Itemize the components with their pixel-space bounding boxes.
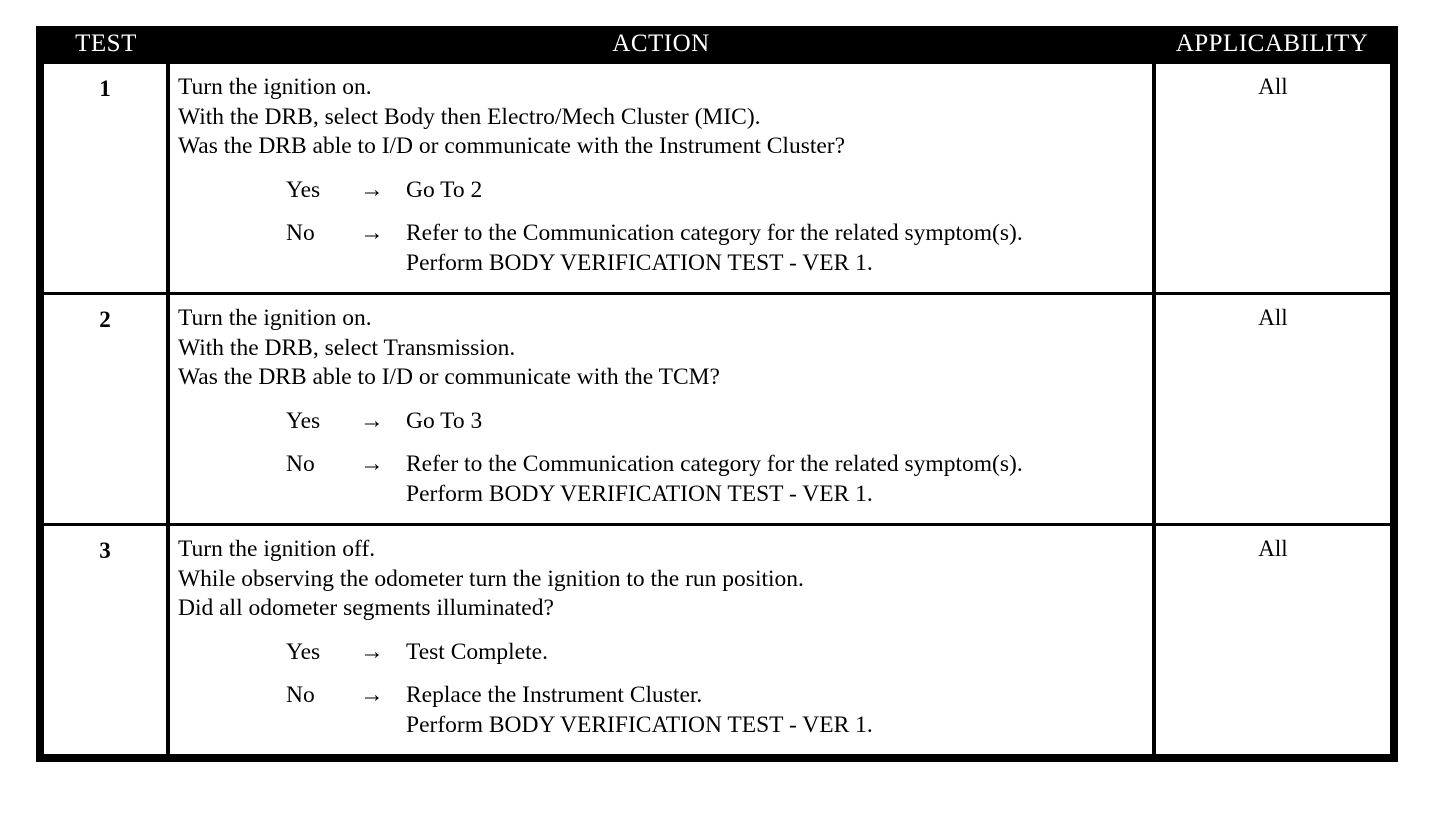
branch-body: Refer to the Communication category for … <box>406 450 1152 509</box>
action-statement: While observing the odometer turn the ig… <box>178 565 804 592</box>
branch-body: Go To 2 <box>406 176 1152 206</box>
branch-body: Replace the Instrument Cluster. Perform … <box>406 681 1152 740</box>
action-statement: Did all odometer segments illuminated? <box>178 595 554 622</box>
branch-body: Go To 3 <box>406 407 1152 437</box>
action-statement: Was the DRB able to I/D or communicate w… <box>178 364 720 391</box>
action-cell: Turn the ignition off. While observing t… <box>168 523 1156 759</box>
arrow-right-icon: → <box>360 682 384 709</box>
table-body: 1 Turn the ignition on. With the DRB, se… <box>40 64 1394 759</box>
column-header-test: TEST <box>40 26 168 65</box>
branch-line: Refer to the Communication category for … <box>406 451 1023 478</box>
column-header-action: ACTION <box>168 26 1154 65</box>
branch-line: Go To 3 <box>406 407 483 434</box>
applicability-value: All <box>1154 292 1394 525</box>
branch-label: Yes <box>286 638 321 665</box>
test-number: 1 <box>40 64 170 294</box>
table-header: TEST ACTION APPLICABILITY <box>40 26 1394 65</box>
branch-line: Replace the Instrument Cluster. <box>406 682 703 709</box>
action-statement: With the DRB, select Body then Electro/M… <box>178 103 761 130</box>
applicability-value: All <box>1154 64 1394 294</box>
branch-no: No → Replace the Instrument Cluster. Per… <box>178 681 1152 740</box>
action-statement: With the DRB, select Transmission. <box>178 334 516 361</box>
branch-label: Yes <box>286 407 321 434</box>
header-row: TEST ACTION APPLICABILITY <box>40 26 1394 65</box>
branch-body: Test Complete. <box>406 638 1152 668</box>
action-statement: Was the DRB able to I/D or communicate w… <box>178 133 846 160</box>
branch-no: No → Refer to the Communication category… <box>178 450 1152 509</box>
branch-line: Perform BODY VERIFICATION TEST - VER 1. <box>406 711 873 738</box>
branch-no: No → Refer to the Communication category… <box>178 219 1152 278</box>
branch-label: No <box>286 682 315 709</box>
branch-yes: Yes → Test Complete. <box>178 638 1152 668</box>
branch-yes: Yes → Go To 3 <box>178 407 1152 437</box>
action-cell: Turn the ignition on. With the DRB, sele… <box>168 292 1156 525</box>
branch-line: Perform BODY VERIFICATION TEST - VER 1. <box>406 480 873 507</box>
branch-label: No <box>286 220 315 247</box>
arrow-right-icon: → <box>360 638 384 665</box>
action-statement: Turn the ignition off. <box>178 536 376 563</box>
table-row: 3 Turn the ignition off. While observing… <box>40 523 1394 759</box>
test-number: 3 <box>40 523 170 759</box>
branch-label: No <box>286 451 315 478</box>
branch-list: Yes → Test Complete. No → Replace the In… <box>178 638 1152 741</box>
action-cell: Turn the ignition on. With the DRB, sele… <box>168 64 1156 294</box>
arrow-right-icon: → <box>360 176 384 203</box>
action-statement: Turn the ignition on. <box>178 74 372 101</box>
branch-line: Perform BODY VERIFICATION TEST - VER 1. <box>406 249 873 276</box>
column-header-applicability: APPLICABILITY <box>1154 26 1394 65</box>
arrow-right-icon: → <box>360 220 384 247</box>
arrow-right-icon: → <box>360 407 384 434</box>
branch-list: Yes → Go To 2 No → Refer to the Communic… <box>178 176 1152 279</box>
branch-list: Yes → Go To 3 No → Refer to the Communic… <box>178 407 1152 510</box>
table-row: 2 Turn the ignition on. With the DRB, se… <box>40 292 1394 525</box>
test-number: 2 <box>40 292 170 525</box>
branch-yes: Yes → Go To 2 <box>178 176 1152 206</box>
applicability-value: All <box>1154 523 1394 759</box>
diagnostic-test-table: TEST ACTION APPLICABILITY 1 Turn the ign… <box>36 26 1398 763</box>
branch-line: Refer to the Communication category for … <box>406 220 1023 247</box>
branch-label: Yes <box>286 176 321 203</box>
branch-line: Test Complete. <box>406 638 548 665</box>
branch-body: Refer to the Communication category for … <box>406 219 1152 278</box>
table-row: 1 Turn the ignition on. With the DRB, se… <box>40 64 1394 294</box>
branch-line: Go To 2 <box>406 176 483 203</box>
action-statement: Turn the ignition on. <box>178 305 372 332</box>
arrow-right-icon: → <box>360 451 384 478</box>
